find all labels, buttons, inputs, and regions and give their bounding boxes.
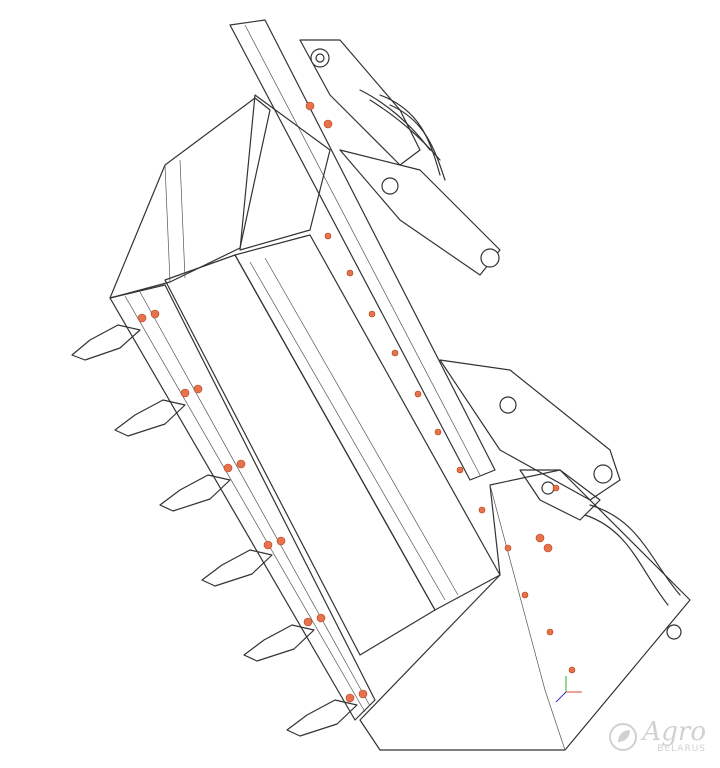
tooth-5 <box>243 624 315 662</box>
bucket-side-wall-right <box>359 469 691 751</box>
bucket-side-wall-left <box>109 97 271 299</box>
assembly-bolts <box>305 101 560 553</box>
tooth-6 <box>286 699 358 737</box>
agro-belarus-logo: Agro BELARUS <box>608 719 706 754</box>
tooth-4 <box>201 549 273 587</box>
bucket-floor <box>164 234 501 656</box>
bucket-teeth <box>71 324 358 737</box>
logo-sub-text: BELARUS <box>657 744 706 754</box>
logo-main-text: Agro <box>642 717 706 747</box>
upper-mount-bracket <box>299 39 501 276</box>
wear-strip-bolts <box>324 232 576 674</box>
leaf-icon <box>609 722 638 751</box>
tooth-3 <box>159 474 231 512</box>
lower-mount-bracket <box>439 359 621 521</box>
bucket-frame-rail <box>229 19 496 481</box>
hydraulic-hoses <box>379 94 681 606</box>
tooth-2 <box>114 399 186 437</box>
bucket-cutting-edge <box>109 284 376 721</box>
tooth-1 <box>71 324 141 361</box>
tooth-bolts <box>137 309 368 703</box>
origin-axis-marker <box>555 676 582 703</box>
